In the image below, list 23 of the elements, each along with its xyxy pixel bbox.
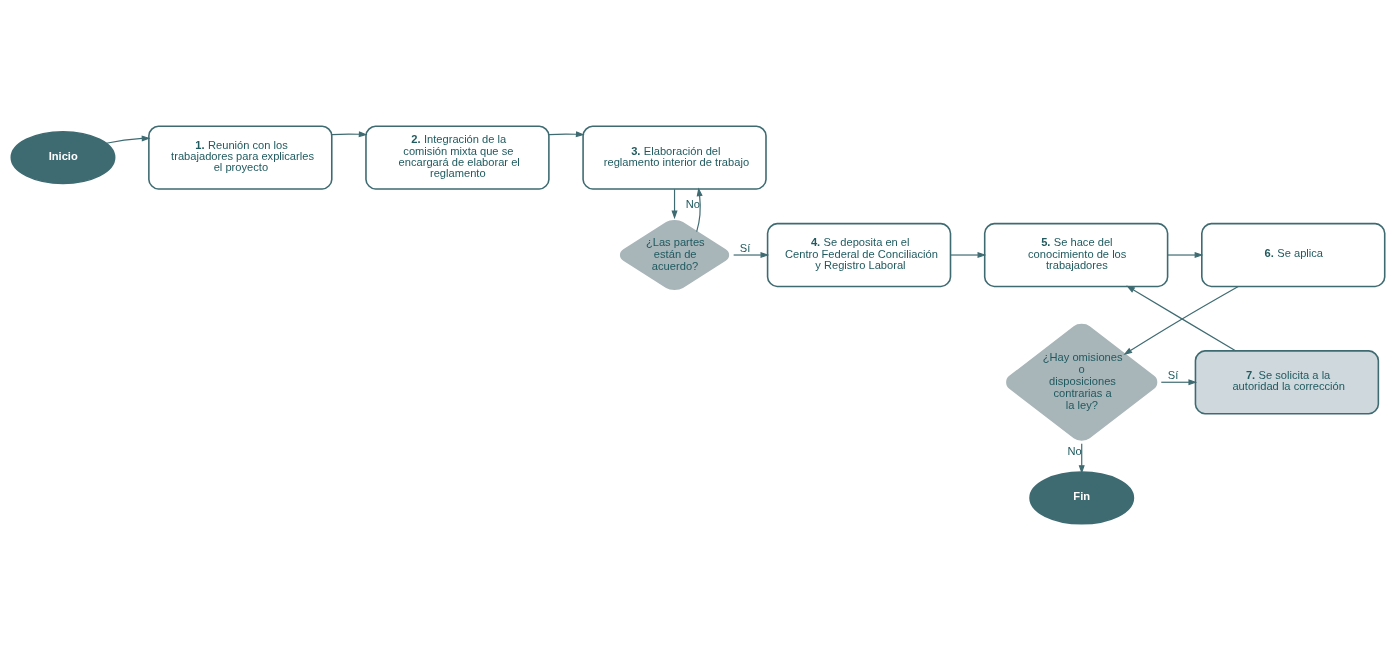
arrow bbox=[733, 251, 770, 259]
arrow bbox=[1167, 251, 1204, 259]
arrow bbox=[1160, 379, 1198, 386]
edge-label: No bbox=[1067, 445, 1082, 458]
node-box: 1. Reunión con los trabajadores para explicarles el proyecto bbox=[148, 125, 333, 190]
node-box: 4. Se deposita en el Centro Federal de Conciliación y Registro Laboral bbox=[766, 222, 952, 288]
arrow bbox=[671, 188, 678, 220]
arrow bbox=[1078, 443, 1085, 474]
arrow bbox=[548, 131, 585, 138]
node-ellipse: Inicio bbox=[10, 130, 116, 185]
node-box: 7. Se solicita a la autoridad la corrección bbox=[1194, 350, 1380, 415]
node-box: 6. Se aplica bbox=[1201, 222, 1386, 288]
node-box: 3. Elaboración del reglamento interior de trabajo bbox=[582, 125, 767, 190]
node-box: 5. Se hace del conocimiento de los trabajadores bbox=[983, 222, 1169, 288]
node-ellipse: Fin bbox=[1029, 471, 1135, 525]
arrow bbox=[331, 131, 368, 138]
node-box: 2. Integración de la comisión mixta que se encargará de elaborar el reglamento bbox=[365, 125, 550, 190]
edge-label: Sí bbox=[1167, 369, 1179, 382]
arrow bbox=[950, 251, 987, 259]
arrow bbox=[696, 187, 703, 233]
arrow bbox=[105, 135, 151, 144]
edge-label: No bbox=[685, 197, 701, 210]
edge-label: Sí bbox=[739, 241, 751, 254]
